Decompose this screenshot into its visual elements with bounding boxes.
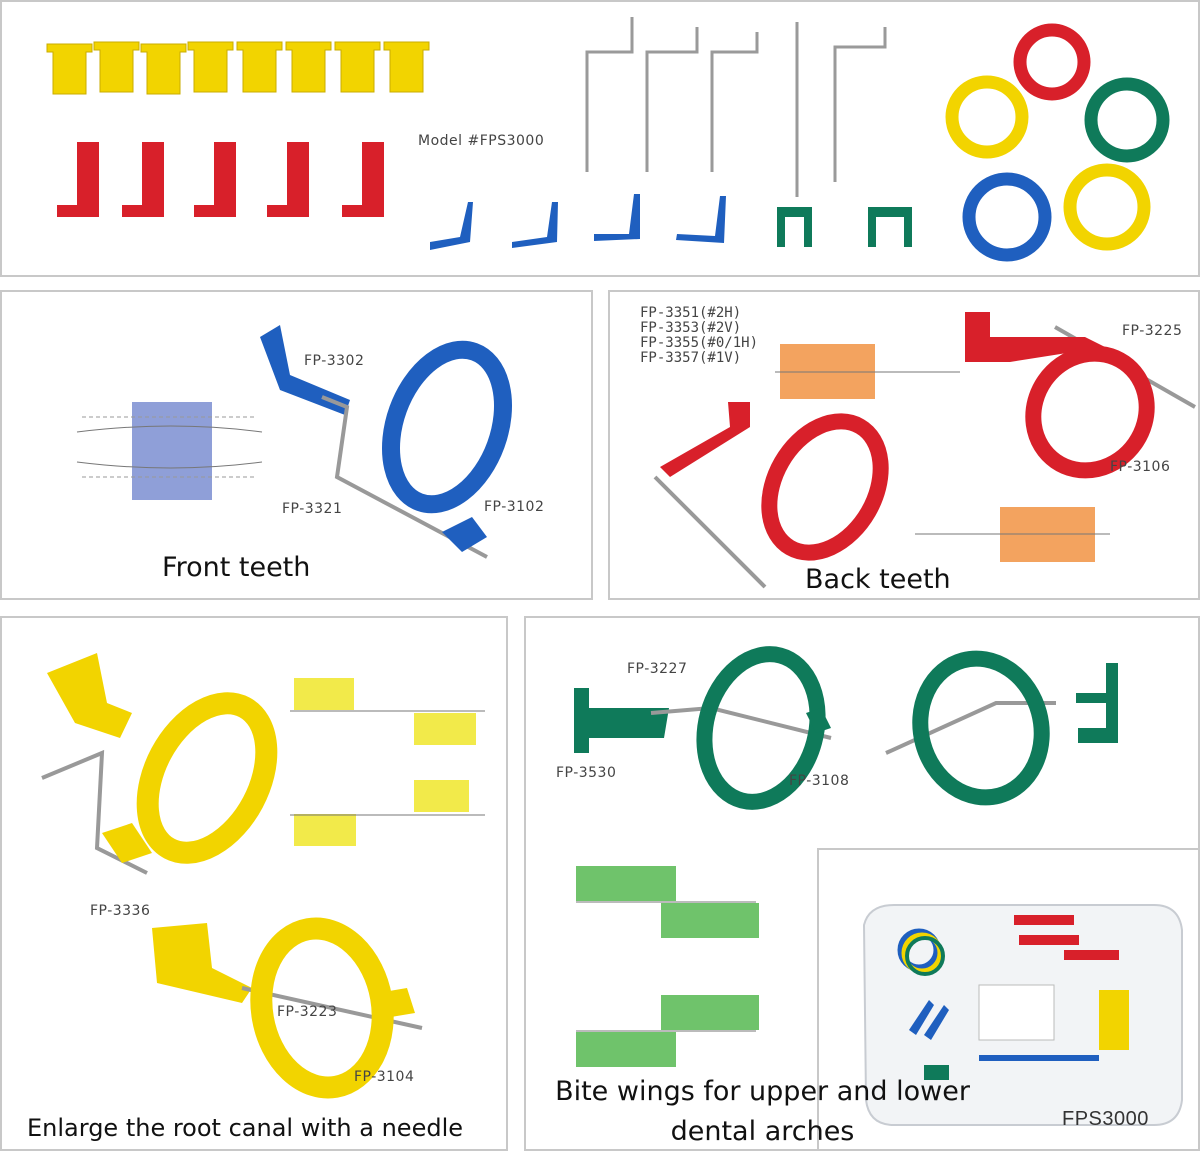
kit-tray-illustration — [862, 904, 1183, 1126]
part-label-fp3321: FP-3321 — [282, 501, 343, 517]
top-product-panel: Model #FPS3000 — [0, 0, 1200, 277]
size-code-list: FP-3351(#2H) FP-3353(#2V) FP-3355(#0/1H)… — [640, 306, 758, 366]
part-label-fp3104: FP-3104 — [354, 1069, 415, 1085]
bitewing-caption: Bite wings for upper and lower dental ar… — [540, 1072, 985, 1152]
front-holder-illustration — [74, 325, 513, 559]
kit-panel: FPS3000 — [817, 848, 1200, 1151]
back-holder-illustration — [653, 312, 1196, 589]
part-label-fp3106: FP-3106 — [1110, 459, 1171, 475]
size-code: FP-3355(#0/1H) — [640, 335, 759, 351]
part-label-fp3108: FP-3108 — [789, 773, 850, 789]
part-label-fp3302: FP-3302 — [304, 353, 365, 369]
endo-panel: FP-3336 FP-3223 FP-3104 Enlarge the root… — [0, 616, 508, 1151]
model-label: Model #FPS3000 — [418, 133, 545, 149]
part-label-fp3102: FP-3102 — [484, 499, 545, 515]
front-teeth-caption: Front teeth — [162, 552, 311, 583]
part-label-fp3223: FP-3223 — [277, 1004, 338, 1020]
part-label-fp3225: FP-3225 — [1122, 323, 1183, 339]
bitewing-holder-illustration — [571, 646, 1118, 1068]
endo-holder-illustration — [41, 653, 489, 1099]
back-teeth-caption: Back teeth — [805, 564, 951, 595]
part-label-fp3336: FP-3336 — [90, 903, 151, 919]
bitewing-caption-line1: Bite wings for upper and lower — [555, 1076, 970, 1107]
front-teeth-panel: FP-3302 FP-3321 FP-3102 Front teeth — [0, 290, 593, 600]
bitewing-caption-line2: dental arches — [670, 1116, 855, 1147]
size-code: FP-3353(#2V) — [640, 320, 742, 336]
size-code: FP-3351(#2H) — [640, 305, 742, 321]
teeth-chart-icon — [74, 402, 264, 500]
kit-components-illustration — [46, 17, 1170, 262]
endo-caption: Enlarge the root canal with a needle — [27, 1114, 463, 1142]
back-teeth-panel: FP-3351(#2H) FP-3353(#2V) FP-3355(#0/1H)… — [608, 290, 1200, 600]
size-code: FP-3357(#1V) — [640, 350, 742, 366]
part-label-fp3227: FP-3227 — [627, 661, 688, 677]
part-label-fp3530: FP-3530 — [556, 765, 617, 781]
kit-label: FPS3000 — [1062, 1108, 1149, 1130]
